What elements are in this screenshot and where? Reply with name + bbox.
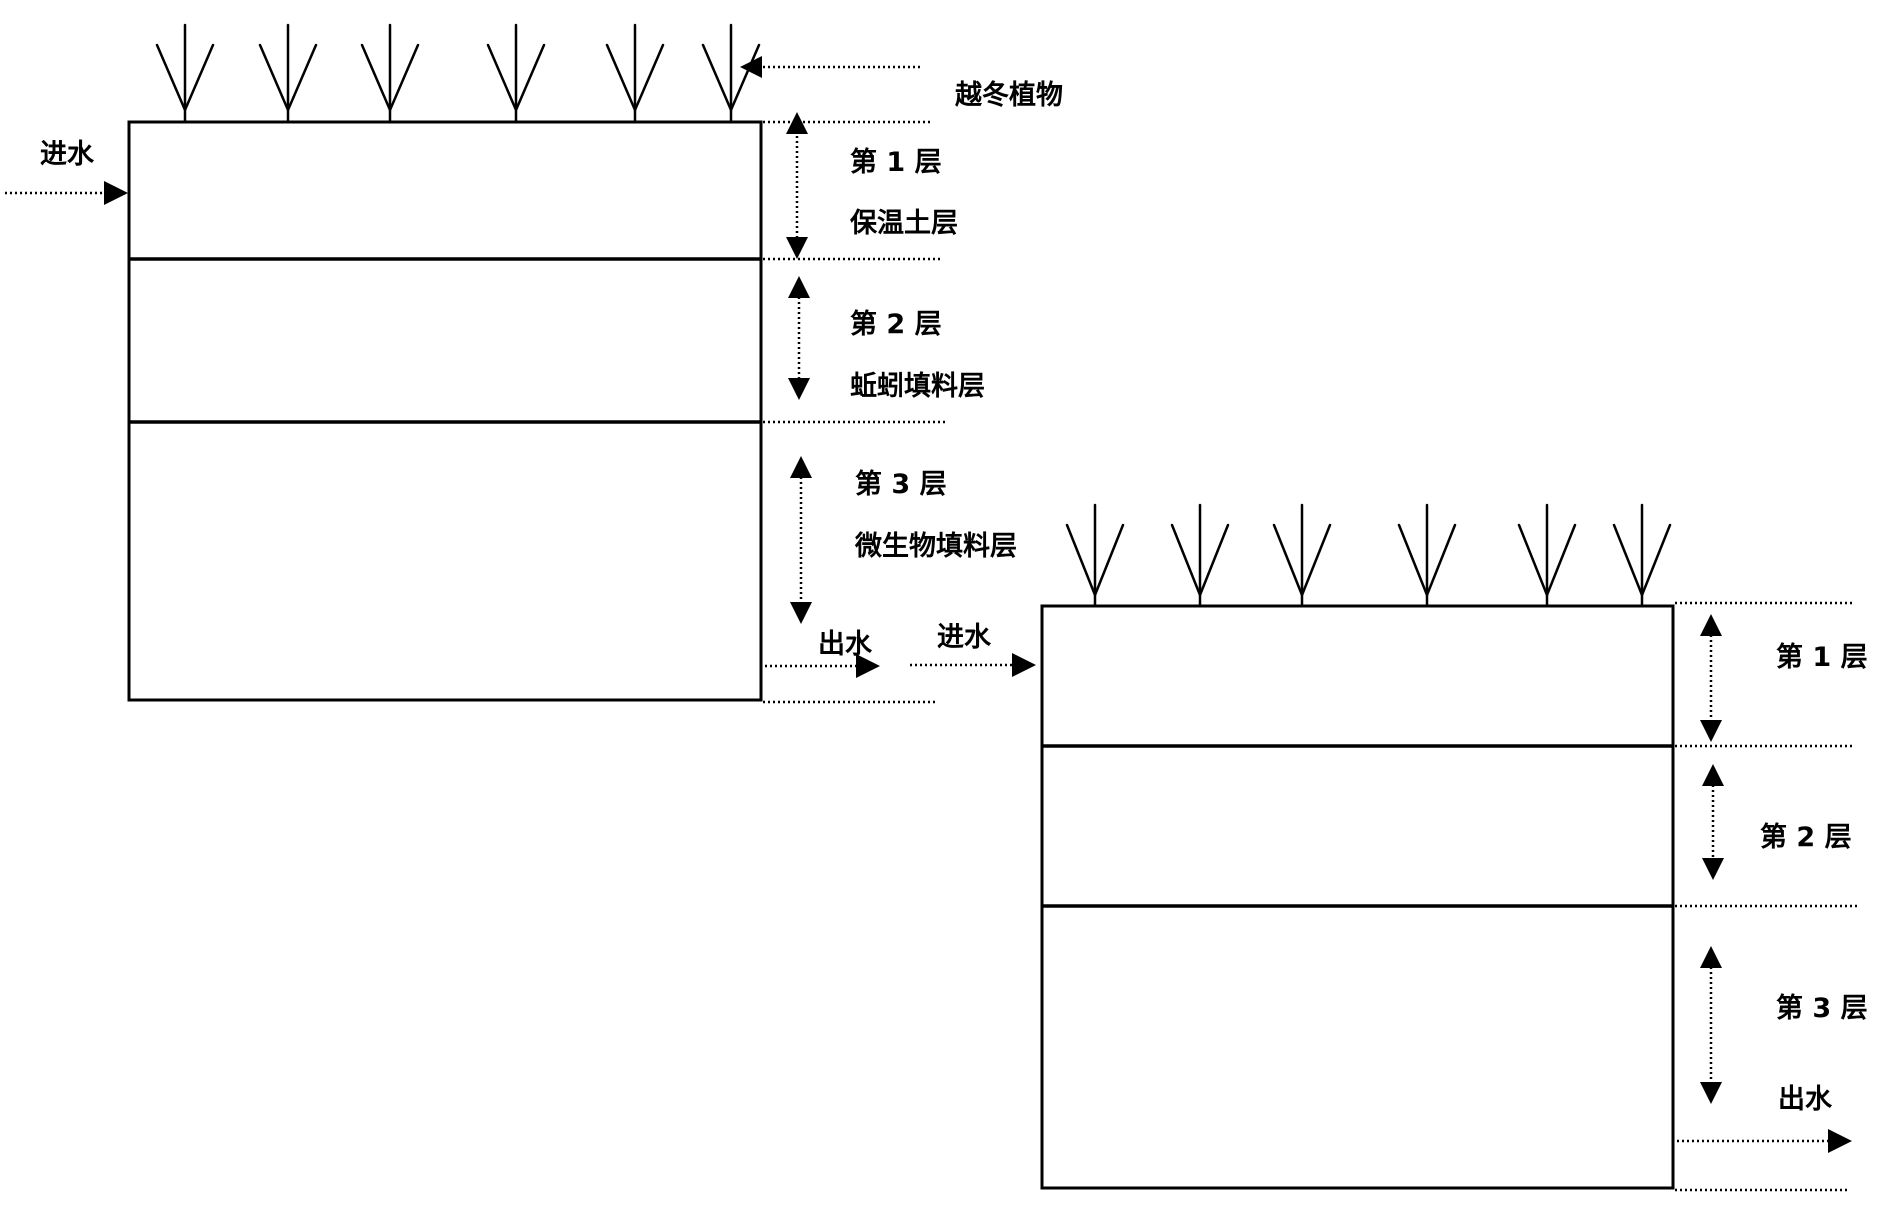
arrow-up-icon [786, 112, 808, 134]
diagram-a-layer2-name: 第 2 层 [850, 308, 942, 340]
plant-icon [1397, 503, 1457, 608]
diagram-b-inlet-label: 进水 [937, 622, 992, 653]
arrow-down-icon [788, 378, 810, 400]
arrow-right-icon [1828, 1129, 1852, 1153]
diagram-b-layer2-name: 第 2 层 [1760, 821, 1852, 853]
diagram-b-outlet-label: 出水 [1778, 1084, 1833, 1115]
arrow-down-icon [1700, 1082, 1722, 1104]
diagram-b-tank [1040, 604, 1675, 1190]
arrow-left-icon [740, 56, 762, 78]
diagram-b-layer1-name: 第 1 层 [1776, 641, 1868, 673]
diagram-b-plants [1065, 503, 1672, 608]
plant-icon [1065, 503, 1125, 608]
arrow-up-icon [1702, 764, 1724, 786]
plant-icon [486, 23, 546, 124]
diagram-b-layer3-name: 第 3 层 [1776, 992, 1868, 1024]
diagram-a-layer1-name: 第 1 层 [850, 146, 942, 178]
arrow-up-icon [1700, 614, 1722, 636]
arrow-right-icon [104, 181, 128, 205]
plant-icon [701, 23, 761, 124]
diagram-a-layer3-material: 微生物填料层 [854, 531, 1017, 562]
diagram-a-layer2-material: 蚯蚓填料层 [850, 371, 985, 402]
plant-icon [1517, 503, 1577, 608]
arrow-up-icon [788, 276, 810, 298]
plant-icon [605, 23, 665, 124]
plant-icon [1170, 503, 1230, 608]
plant-icon [258, 23, 318, 124]
plant-icon [155, 23, 215, 124]
arrow-down-icon [790, 602, 812, 624]
diagram-a: 越冬植物 进水 第 1 层 保温土层 第 2 层 蚯蚓填料层 第 3 层 微生物… [5, 23, 1063, 704]
plant-icon [1272, 503, 1332, 608]
diagram-a-tank [127, 120, 763, 702]
arrow-up-icon [1700, 946, 1722, 968]
arrow-down-icon [786, 237, 808, 259]
diagram-b: 进水 第 1 层 第 2 层 第 3 层 出水 [910, 503, 1868, 1192]
diagram-a-plant-label: 越冬植物 [955, 79, 1063, 111]
diagram-a-plants [155, 23, 761, 124]
diagram-a-inlet-label: 进水 [40, 139, 95, 170]
diagram-a-outlet-label: 出水 [818, 629, 873, 660]
arrow-right-icon [1012, 653, 1036, 677]
arrow-down-icon [1702, 858, 1724, 880]
arrow-down-icon [1700, 720, 1722, 742]
diagram-a-layer1-material: 保温土层 [849, 208, 958, 239]
diagram-a-layer3-name: 第 3 层 [855, 468, 947, 500]
plant-icon [360, 23, 420, 124]
arrow-up-icon [790, 456, 812, 478]
plant-icon [1612, 503, 1672, 608]
arrow-right-icon [856, 654, 880, 678]
